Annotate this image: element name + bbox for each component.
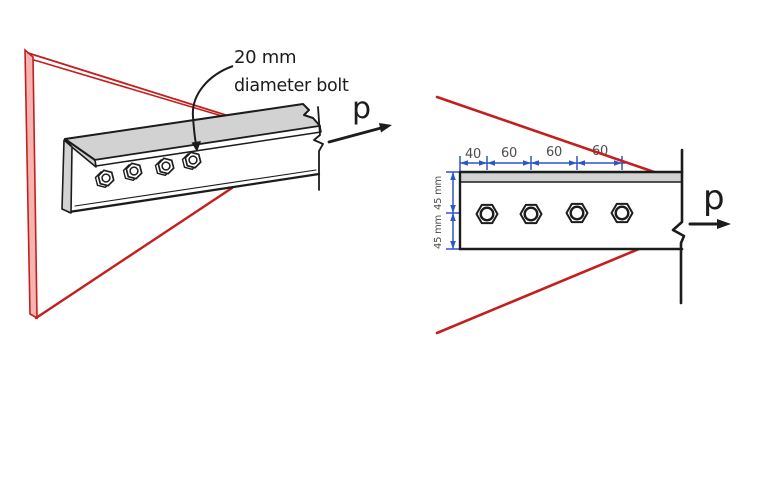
dim-arrowhead [450,172,456,180]
dim-label-45mm-top: 45 mm [433,176,444,210]
force-p-left: p [327,91,392,144]
force-p-arrow-shaft-left [327,126,383,144]
dim-label-40: 40 [465,147,481,162]
dim-arrowhead [523,160,531,166]
dim-arrowhead [614,160,622,166]
bolt-callout: 20 mm diameter bolt [191,47,349,152]
dim-arrowhead [450,205,456,213]
dimension-lines [446,156,625,250]
dim-arrowhead [569,160,577,166]
angle-flange-thickness [94,125,322,167]
isometric-view: 20 mm diameter bolt p [24,47,392,320]
dim-arrowhead [487,160,495,166]
cut-break-line-right [671,148,686,305]
force-p-label-left: p [352,91,371,126]
angle-bar-isometric [61,103,324,214]
member-side-view [458,148,686,305]
plate-edge-bottom [435,244,648,335]
callout-arrowhead [191,141,201,152]
force-p-arrowhead-right [717,219,731,229]
dimension-labels: 40 60 60 60 45 mm 45 mm [433,144,608,249]
web-bottom-edge [67,172,321,214]
web-bottom-inner-line [74,169,317,207]
cut-break-line [313,106,324,191]
force-p-label-right: p [703,178,724,218]
force-p-right: p [688,178,731,229]
plate-top-edge-outer [27,52,233,118]
red-support-plate [24,48,234,320]
red-plate-edges-side [435,95,662,335]
side-view: 40 60 60 60 45 mm 45 mm [433,95,731,335]
bolt-1-side [475,203,499,225]
callout-text-line1: 20 mm [234,47,296,68]
dim-arrowhead [479,160,487,166]
bolt-4-side [610,202,634,224]
angle-web-face [69,132,321,212]
plate-edge-top [435,95,662,176]
plate-top-edge-inner [33,59,233,120]
dim-arrowhead [531,160,539,166]
force-p-arrowhead-left [379,123,392,133]
dim-label-60-2: 60 [546,145,562,160]
plate-bottom-edge [34,186,234,320]
bolt-2-side [519,203,543,225]
dim-arrowhead [460,160,468,166]
dim-label-60-1: 60 [501,146,517,161]
dim-label-45mm-bottom: 45 mm [433,215,444,249]
flange-edge-strip [460,172,682,182]
dim-arrowhead [577,160,585,166]
callout-arrow-curve [191,65,234,145]
angle-end-cap-vertical [61,139,73,214]
dim-arrowhead [450,241,456,249]
dim-arrowhead [450,213,456,221]
bolt-3-side [565,202,589,224]
plate-left-edge [24,48,38,320]
callout-text-line2: diameter bolt [234,76,349,96]
